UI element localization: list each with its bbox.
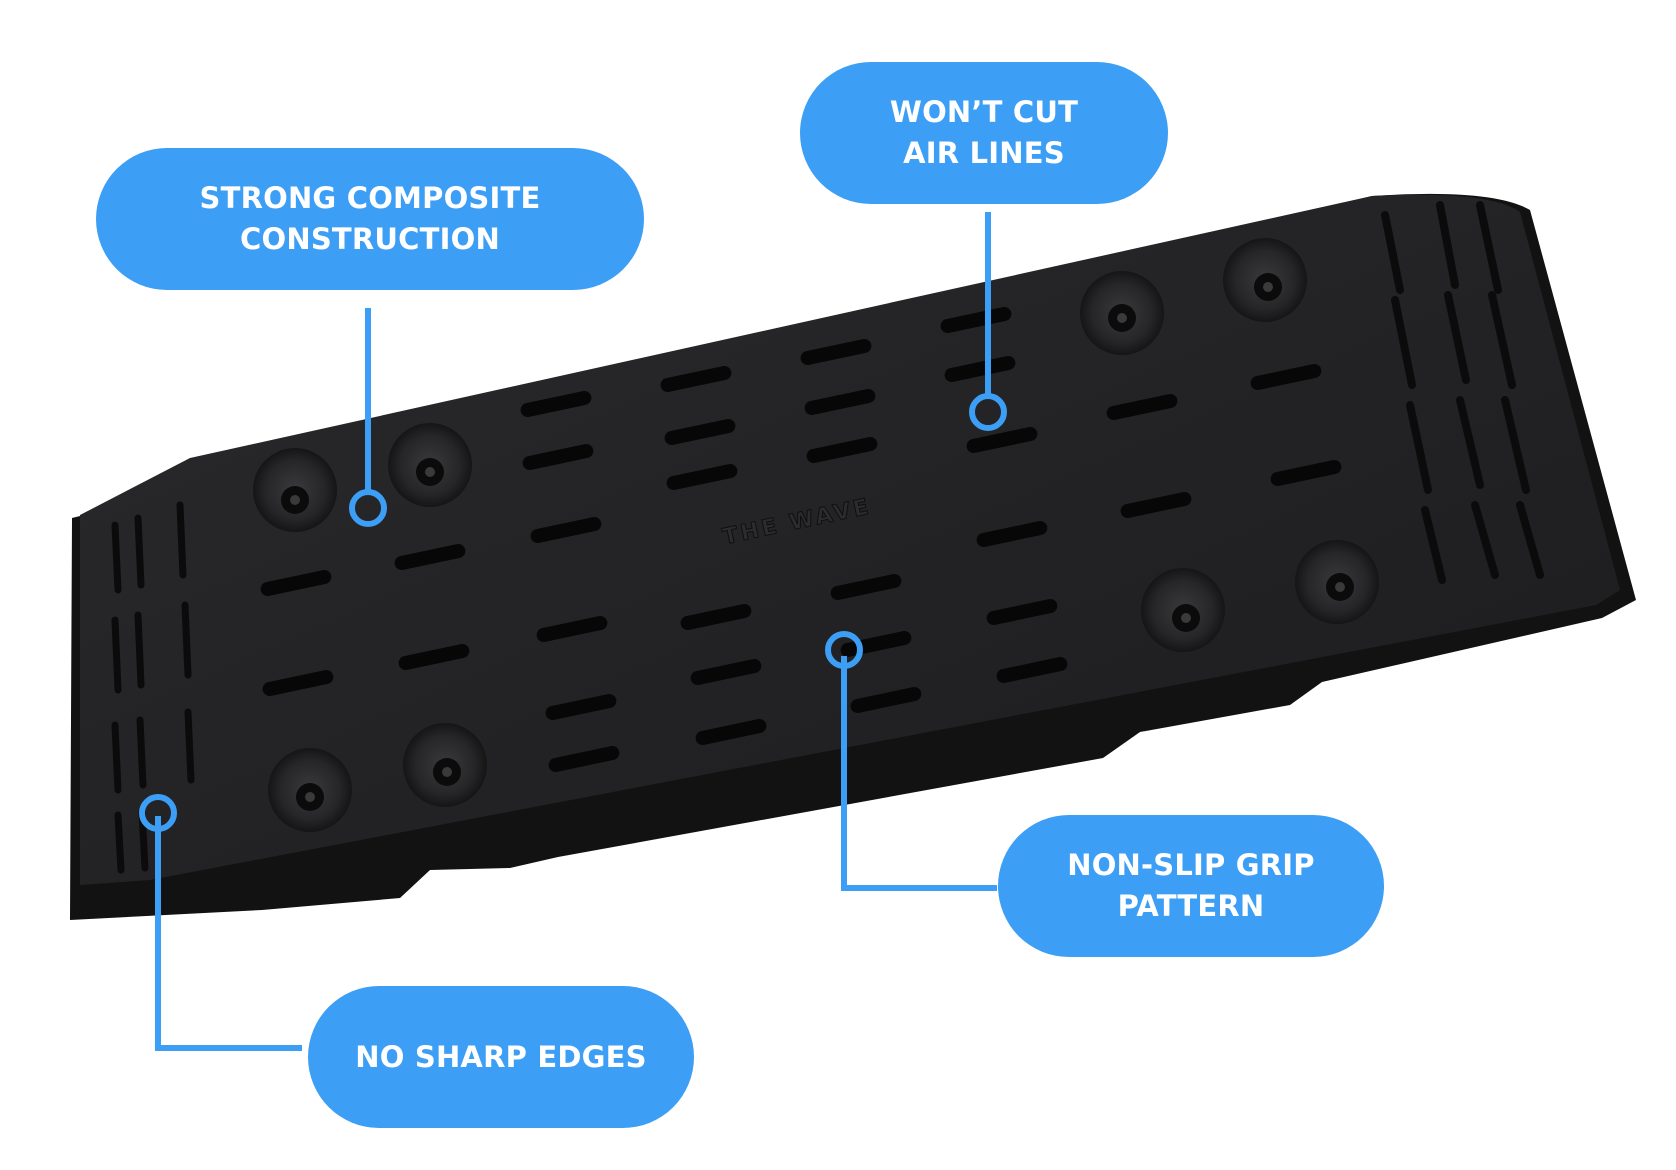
boss-5	[268, 748, 352, 832]
callout-air-lines-line1: WON’T CUT	[889, 95, 1079, 129]
connector-rings	[139, 393, 1007, 832]
boss-2	[388, 423, 472, 507]
ring-composite	[349, 489, 387, 527]
mounting-bosses	[253, 238, 1379, 832]
grip-slots	[260, 306, 1342, 773]
boss-8	[1295, 540, 1379, 624]
callout-wont-cut-air-lines: WON’T CUT AIR LINES	[800, 62, 1168, 204]
mat-top	[80, 194, 1620, 885]
boss-1	[253, 448, 337, 532]
left-edge-ridges	[111, 501, 195, 874]
callout-edges-line1: NO SHARP EDGES	[355, 1039, 647, 1074]
callout-composite-line1: STRONG COMPOSITE	[199, 181, 541, 215]
ring-grip	[825, 631, 863, 669]
boss-3	[1080, 271, 1164, 355]
callout-grip-line1: NON-SLIP GRIP	[1067, 848, 1315, 882]
boss-4	[1223, 238, 1307, 322]
callout-composite-construction: STRONG COMPOSITE CONSTRUCTION	[96, 148, 644, 290]
callout-air-lines-line2: AIR LINES	[903, 136, 1065, 170]
right-edge-ridges	[1381, 201, 1544, 584]
ring-air-lines	[969, 393, 1007, 431]
callout-non-slip-grip: NON-SLIP GRIP PATTERN	[998, 815, 1384, 957]
callout-composite-line2: CONSTRUCTION	[240, 222, 500, 256]
ring-edges	[139, 794, 177, 832]
boss-7	[1141, 568, 1225, 652]
connector-lines	[155, 212, 997, 1051]
callout-grip-line2: PATTERN	[1117, 889, 1265, 923]
boss-6	[403, 723, 487, 807]
callout-no-sharp-edges: NO SHARP EDGES	[308, 986, 694, 1128]
